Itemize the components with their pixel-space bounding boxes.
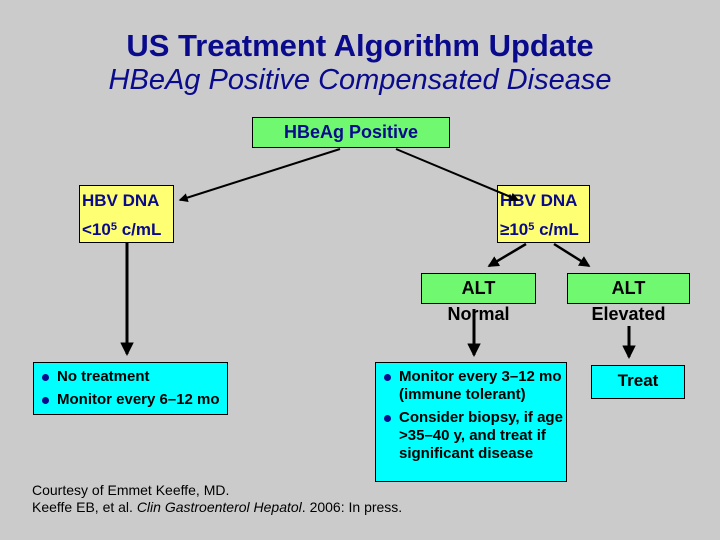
outcome-normal-bullet-1: Monitor every 3–12 mo (immune tolerant) [399, 368, 562, 403]
outcome-treat: Treat [591, 365, 685, 399]
node-alt-normal-sublabel: Normal [447, 304, 510, 324]
slide-title: US Treatment Algorithm Update [126, 28, 594, 63]
bullet-icon [384, 374, 391, 381]
outcome-alt-normal: Monitor every 3–12 mo (immune tolerant) … [375, 362, 567, 482]
node-alt-normal: ALT [421, 273, 536, 304]
footer-citation: Keeffe EB, et al. Clin Gastroenterol Hep… [32, 499, 403, 515]
node-hbv-dna-low: HBV DNA <105 c/mL [79, 185, 174, 243]
node-hbv-dna-low-line2: <105 c/mL [82, 220, 162, 239]
arrow-root-to-low-dna [178, 148, 341, 202]
outcome-low-dna: No treatment Monitor every 6–12 mo [33, 362, 228, 415]
node-hbeag-positive: HBeAg Positive [252, 117, 450, 148]
list-item: No treatment [40, 368, 227, 386]
node-hbv-dna-high: HBV DNA ≥105 c/mL [497, 185, 590, 243]
footer-citation-journal: Clin Gastroenterol Hepatol [136, 499, 302, 515]
footer-credit: Courtesy of Emmet Keeffe, MD. [32, 482, 230, 498]
outcome-normal-bullet-2: Consider biopsy, if age >35–40 y, and tr… [399, 409, 563, 462]
arrow-high-dna-to-alt-normal [487, 242, 527, 268]
slide-subtitle: HBeAg Positive Compensated Disease [108, 64, 612, 96]
bullet-icon [384, 415, 391, 422]
node-hbv-dna-low-line1: HBV DNA [82, 191, 160, 210]
bullet-icon [42, 397, 49, 404]
list-item: Monitor every 3–12 mo (immune tolerant) [382, 368, 566, 404]
node-alt-elevated-sublabel: Elevated [591, 304, 666, 324]
list-item: Consider biopsy, if age >35–40 y, and tr… [382, 409, 566, 463]
bullet-icon [42, 374, 49, 381]
list-item: Monitor every 6–12 mo [40, 391, 227, 409]
node-hbv-dna-high-line1: HBV DNA [500, 191, 578, 210]
node-alt-elevated: ALT [567, 273, 690, 304]
exponent: 5 [110, 221, 117, 233]
outcome-low-bullet-1: No treatment [57, 368, 150, 385]
arrow-high-dna-to-alt-elevated [553, 242, 591, 268]
exponent: 5 [528, 221, 535, 233]
node-hbv-dna-high-line2: ≥105 c/mL [500, 220, 579, 239]
outcome-low-bullet-2: Monitor every 6–12 mo [57, 391, 220, 408]
